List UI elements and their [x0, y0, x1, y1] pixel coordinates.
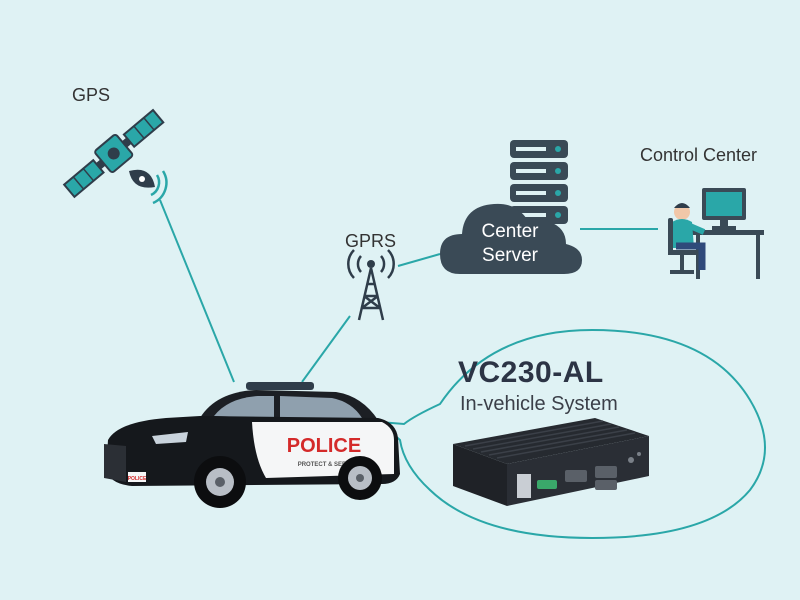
satellite-icon [62, 108, 168, 205]
center-server-label: Center Server [450, 220, 570, 268]
plate-text: POLICE [128, 476, 147, 482]
light-bar [246, 382, 314, 390]
gprs-label: GPRS [345, 231, 397, 251]
cloud-icon [440, 203, 582, 274]
door-police-text: POLICE [287, 435, 361, 457]
product-callout-bubble [377, 328, 766, 540]
gps-to-car-line [159, 199, 235, 383]
server-label-line1: Center [481, 221, 539, 242]
car-to-gprs-line [301, 315, 351, 383]
product-title: VC230-AL [458, 356, 604, 389]
gps-label: GPS [72, 85, 111, 105]
gprs-to-server-line [397, 253, 441, 267]
product-subtitle: In-vehicle System [460, 393, 618, 415]
operator-desk-icon [668, 188, 764, 279]
cell-tower-icon [347, 249, 395, 321]
door-slogan-text: PROTECT & SERVE [298, 462, 355, 468]
server-rack-icon [510, 140, 568, 224]
server-label-line2: Server [482, 245, 538, 266]
embedded-computer-box [453, 418, 649, 506]
control-center-label: Control Center [640, 145, 758, 165]
police-car: POLICE PROTECT & SERVE POLICE [104, 382, 400, 508]
